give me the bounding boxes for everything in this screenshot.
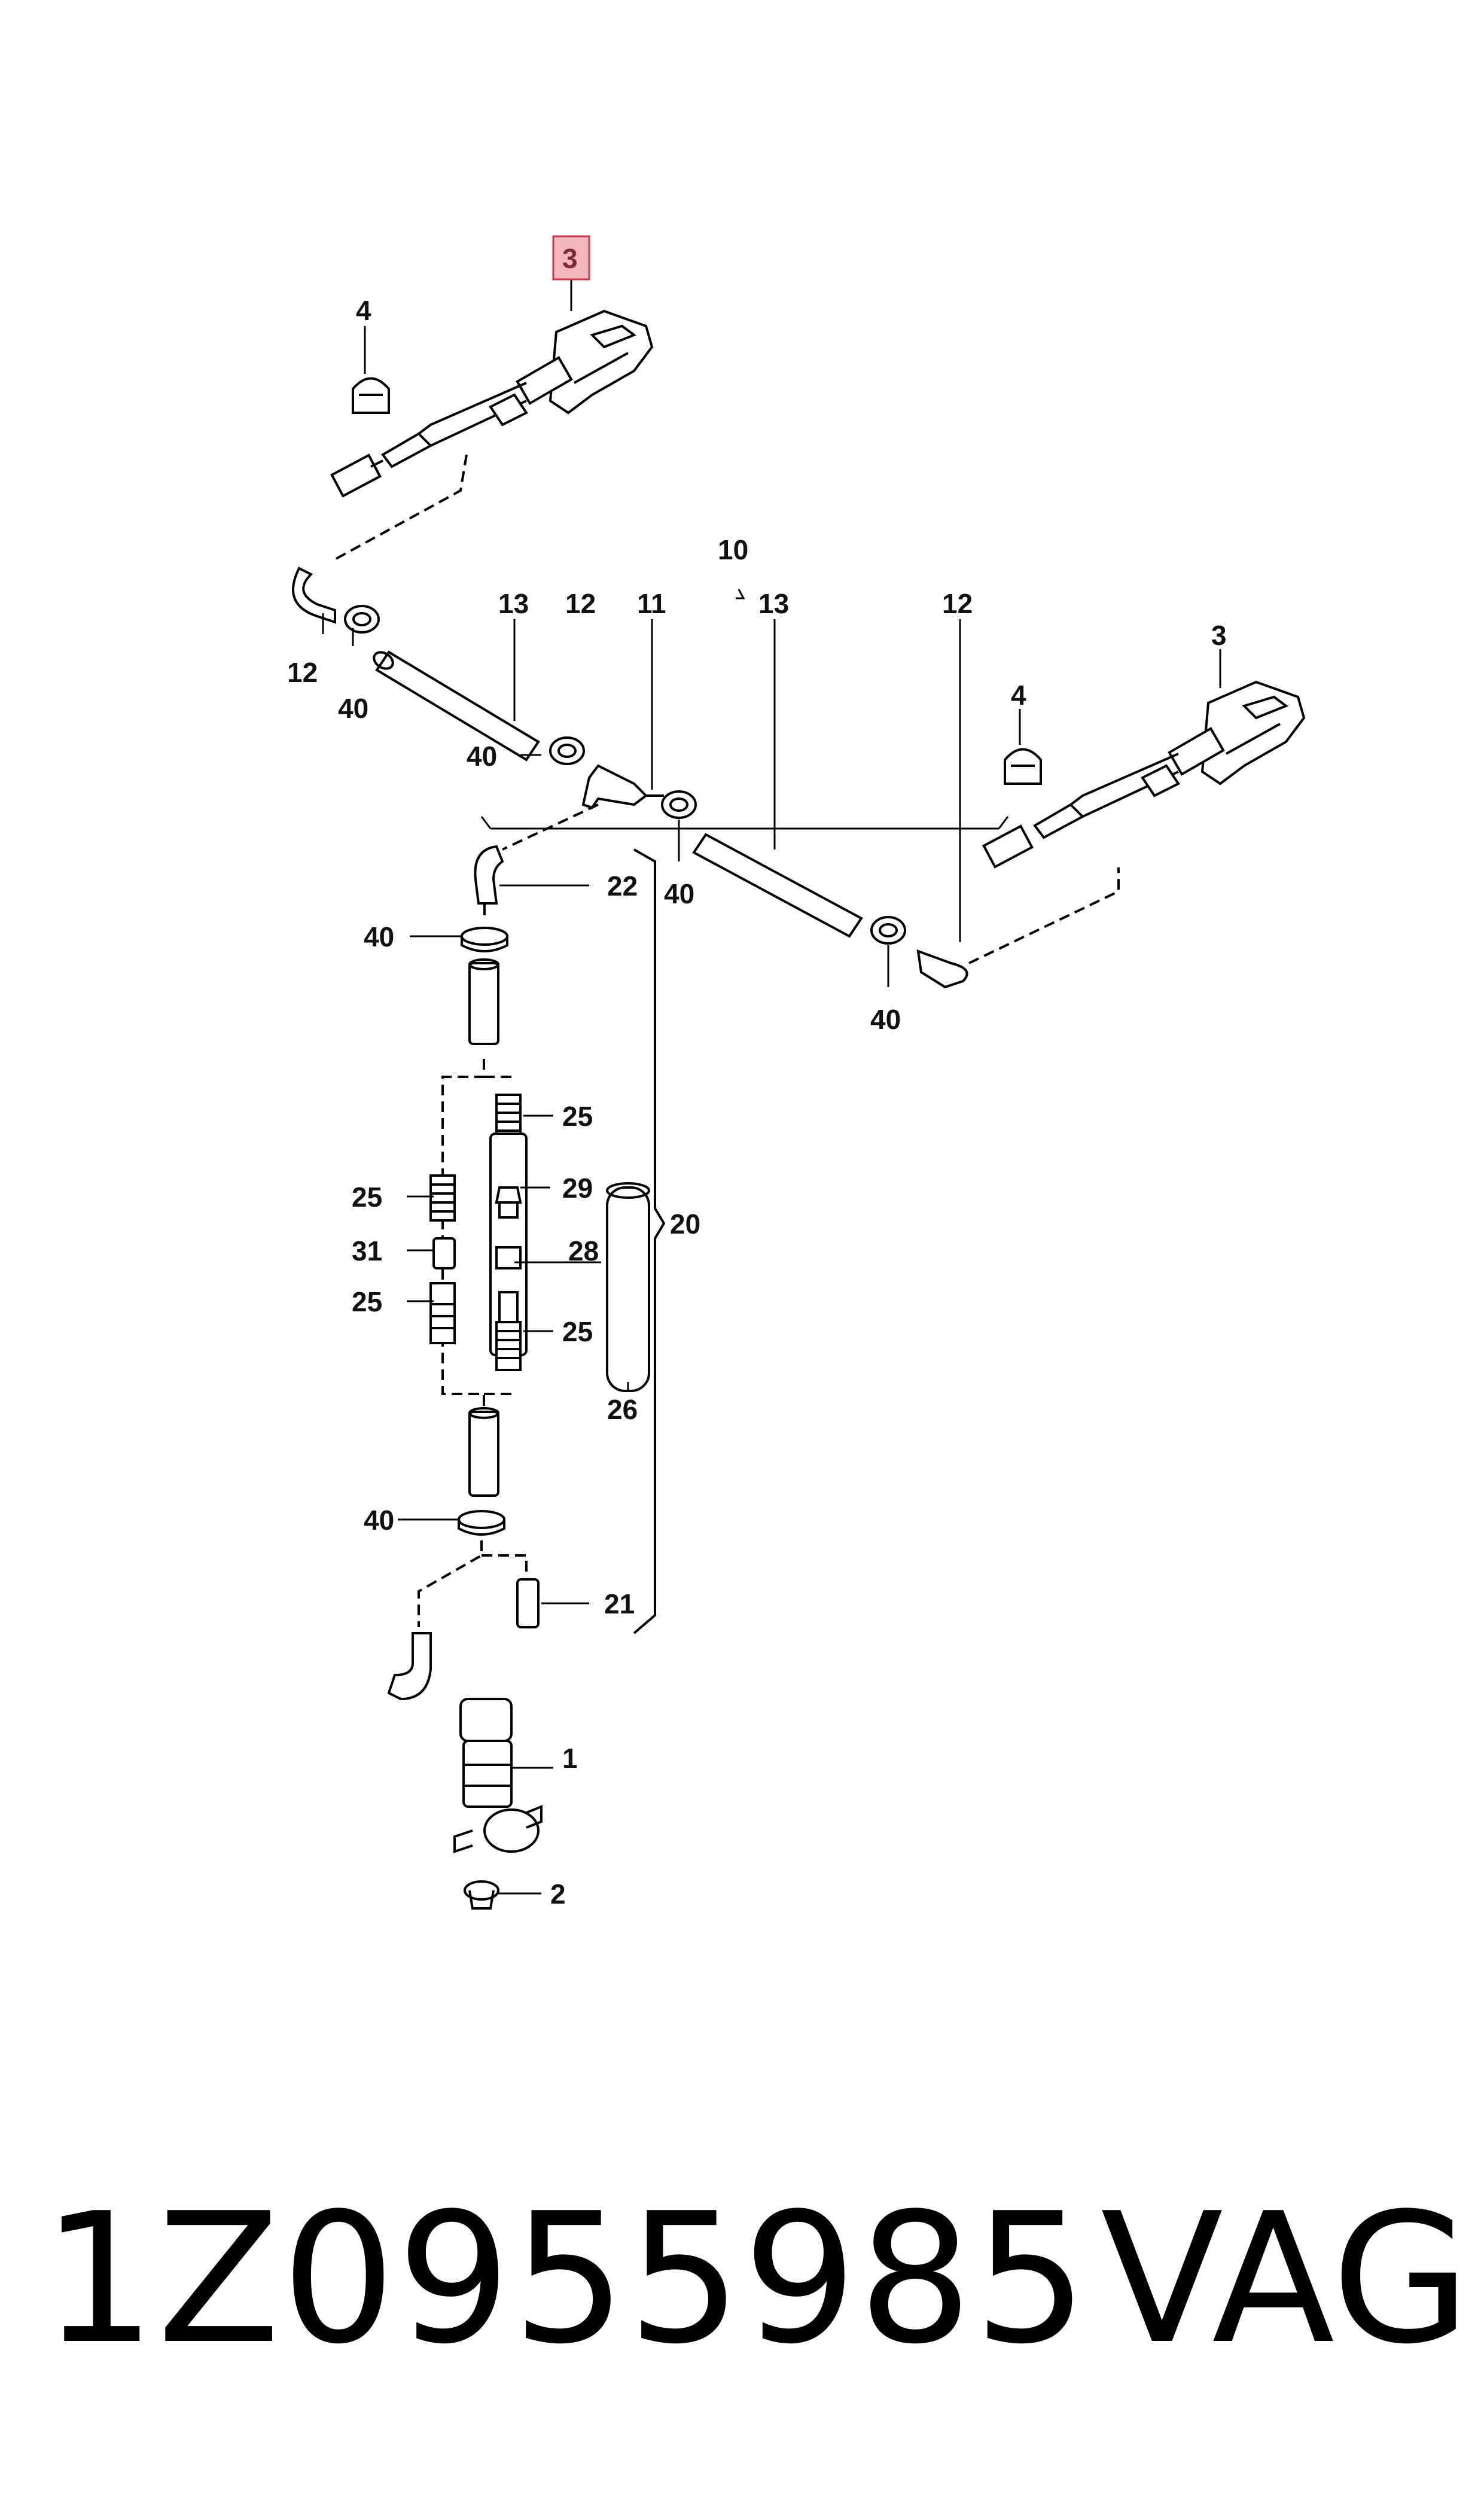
left-column-parts [429, 1174, 456, 1344]
callout-31: 31 [352, 1235, 382, 1266]
callout-11: 11 [637, 588, 666, 619]
hose-13-left [375, 650, 540, 762]
callout-12-left: 12 [287, 657, 318, 688]
callout-25-a: 25 [562, 1101, 593, 1132]
callout-3-right: 3 [1211, 620, 1227, 651]
washer-pump [453, 1698, 543, 1853]
callout-3-highlight: 3 [562, 243, 578, 274]
washer-nozzle-right [982, 680, 1306, 869]
clip-left [352, 377, 390, 414]
hose-13-right [692, 833, 863, 938]
callout-12-mid: 12 [565, 588, 596, 619]
connector-21 [516, 1578, 540, 1628]
callout-25-b: 25 [352, 1182, 382, 1213]
hose-upper [468, 962, 499, 1045]
highlight-box [552, 235, 590, 281]
callout-13-right: 13 [758, 588, 789, 619]
callout-26: 26 [607, 1394, 638, 1425]
callout-20: 20 [670, 1208, 700, 1240]
clamp-c [661, 790, 697, 819]
clip-right [1004, 748, 1042, 785]
callout-4-left: 4 [356, 295, 371, 326]
hose-lower [468, 1411, 499, 1497]
elbow-left [292, 567, 336, 624]
clamp-a [344, 605, 380, 634]
parts-diagram: 3 4 10 13 12 11 13 12 12 40 40 40 40 3 4… [287, 235, 1306, 1910]
callout-40-b: 40 [467, 741, 497, 772]
filter-assembly [489, 1094, 528, 1371]
brand-name: VAG [1101, 2175, 1471, 2383]
connector-dash-1 [334, 454, 468, 561]
connector-dash-2 [968, 867, 1120, 964]
callout-40-f: 40 [364, 1505, 394, 1536]
callout-25-c: 25 [352, 1286, 382, 1317]
grommet [464, 1880, 499, 1910]
elbow-right [916, 949, 968, 989]
callout-40-c: 40 [664, 878, 694, 909]
clamp-b [549, 736, 585, 765]
connector-dash-3 [502, 803, 599, 851]
callout-40-d: 40 [870, 1004, 901, 1035]
clamp-d [870, 916, 906, 945]
callout-22: 22 [607, 870, 638, 902]
callout-10: 10 [718, 534, 748, 565]
t-piece [581, 764, 648, 809]
callout-21: 21 [604, 1588, 635, 1619]
sleeve-26 [606, 1182, 650, 1392]
clamp-f [458, 1510, 505, 1536]
callout-40-e: 40 [364, 921, 394, 952]
callout-2: 2 [550, 1878, 566, 1910]
callout-40-a: 40 [338, 693, 368, 724]
callout-29: 29 [562, 1173, 593, 1204]
callout-25-d: 25 [562, 1316, 593, 1347]
clamp-e [461, 927, 508, 952]
callout-12-right: 12 [942, 588, 973, 619]
part-number: 1Z0955985 [42, 2175, 1089, 2383]
callout-1: 1 [562, 1743, 578, 1774]
elbow-22 [474, 845, 504, 905]
callout-4-right: 4 [1011, 680, 1026, 711]
elbow-lower [387, 1632, 432, 1701]
callout-28: 28 [568, 1235, 599, 1266]
callout-13-left: 13 [498, 588, 529, 619]
washer-nozzle-left [330, 309, 654, 498]
